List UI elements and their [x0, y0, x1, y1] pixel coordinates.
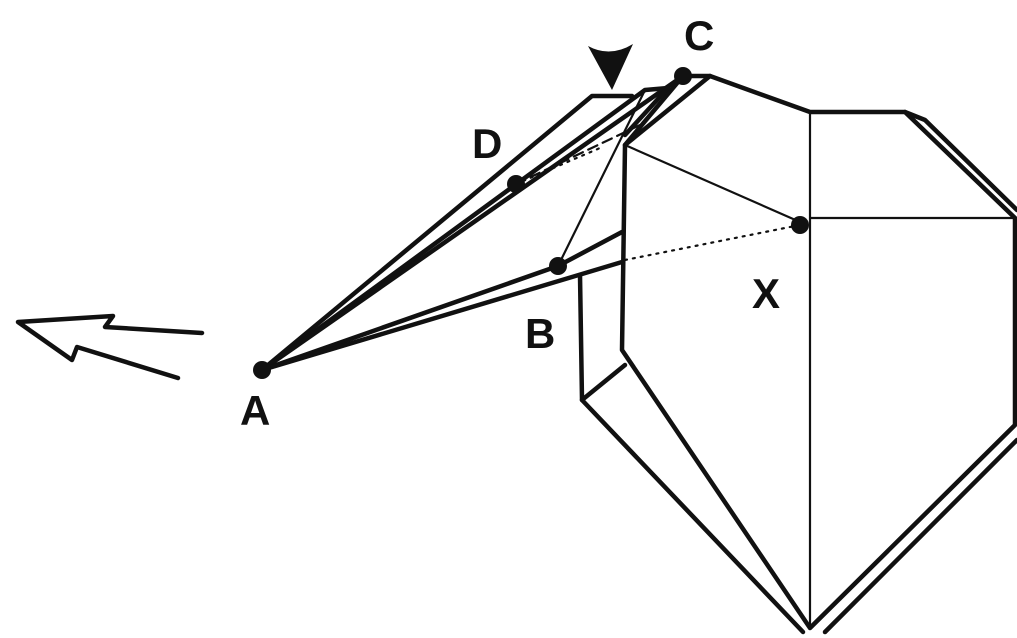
flap-top-inner [622, 85, 671, 138]
downward-triangle-marker-icon [588, 44, 633, 90]
point-c [674, 67, 692, 85]
label-c: C [684, 12, 714, 59]
label-d: D [472, 120, 502, 167]
point-a [253, 361, 271, 379]
flap-lower-edge [259, 229, 625, 373]
flap-c-to-body [622, 73, 686, 148]
model-body [577, 73, 1017, 635]
crease-top-left-to-x [623, 143, 802, 224]
crease-b-to-top [556, 88, 647, 268]
label-b: B [525, 310, 555, 357]
flap-edge-to-c [259, 73, 686, 373]
label-a: A [240, 387, 270, 434]
label-x: X [752, 270, 780, 317]
body-left-back-flap [577, 272, 628, 403]
fold-line-d-dotted [514, 146, 602, 186]
body-outline-main [619, 73, 1017, 631]
body-lower-right-double-edge [822, 437, 1017, 635]
left-arrow-icon [15, 313, 205, 381]
fold-line-d-dashed [514, 123, 642, 186]
flap-lower-edge-2 [259, 259, 625, 373]
point-d [507, 175, 525, 193]
flap-upper-edge [259, 93, 635, 373]
pointed-flap [259, 73, 686, 373]
crease-x-dotted [623, 223, 802, 262]
point-x [791, 216, 809, 234]
point-b [549, 257, 567, 275]
body-bottom-back-edge [579, 397, 806, 635]
body-right-double-edge [902, 109, 1017, 213]
